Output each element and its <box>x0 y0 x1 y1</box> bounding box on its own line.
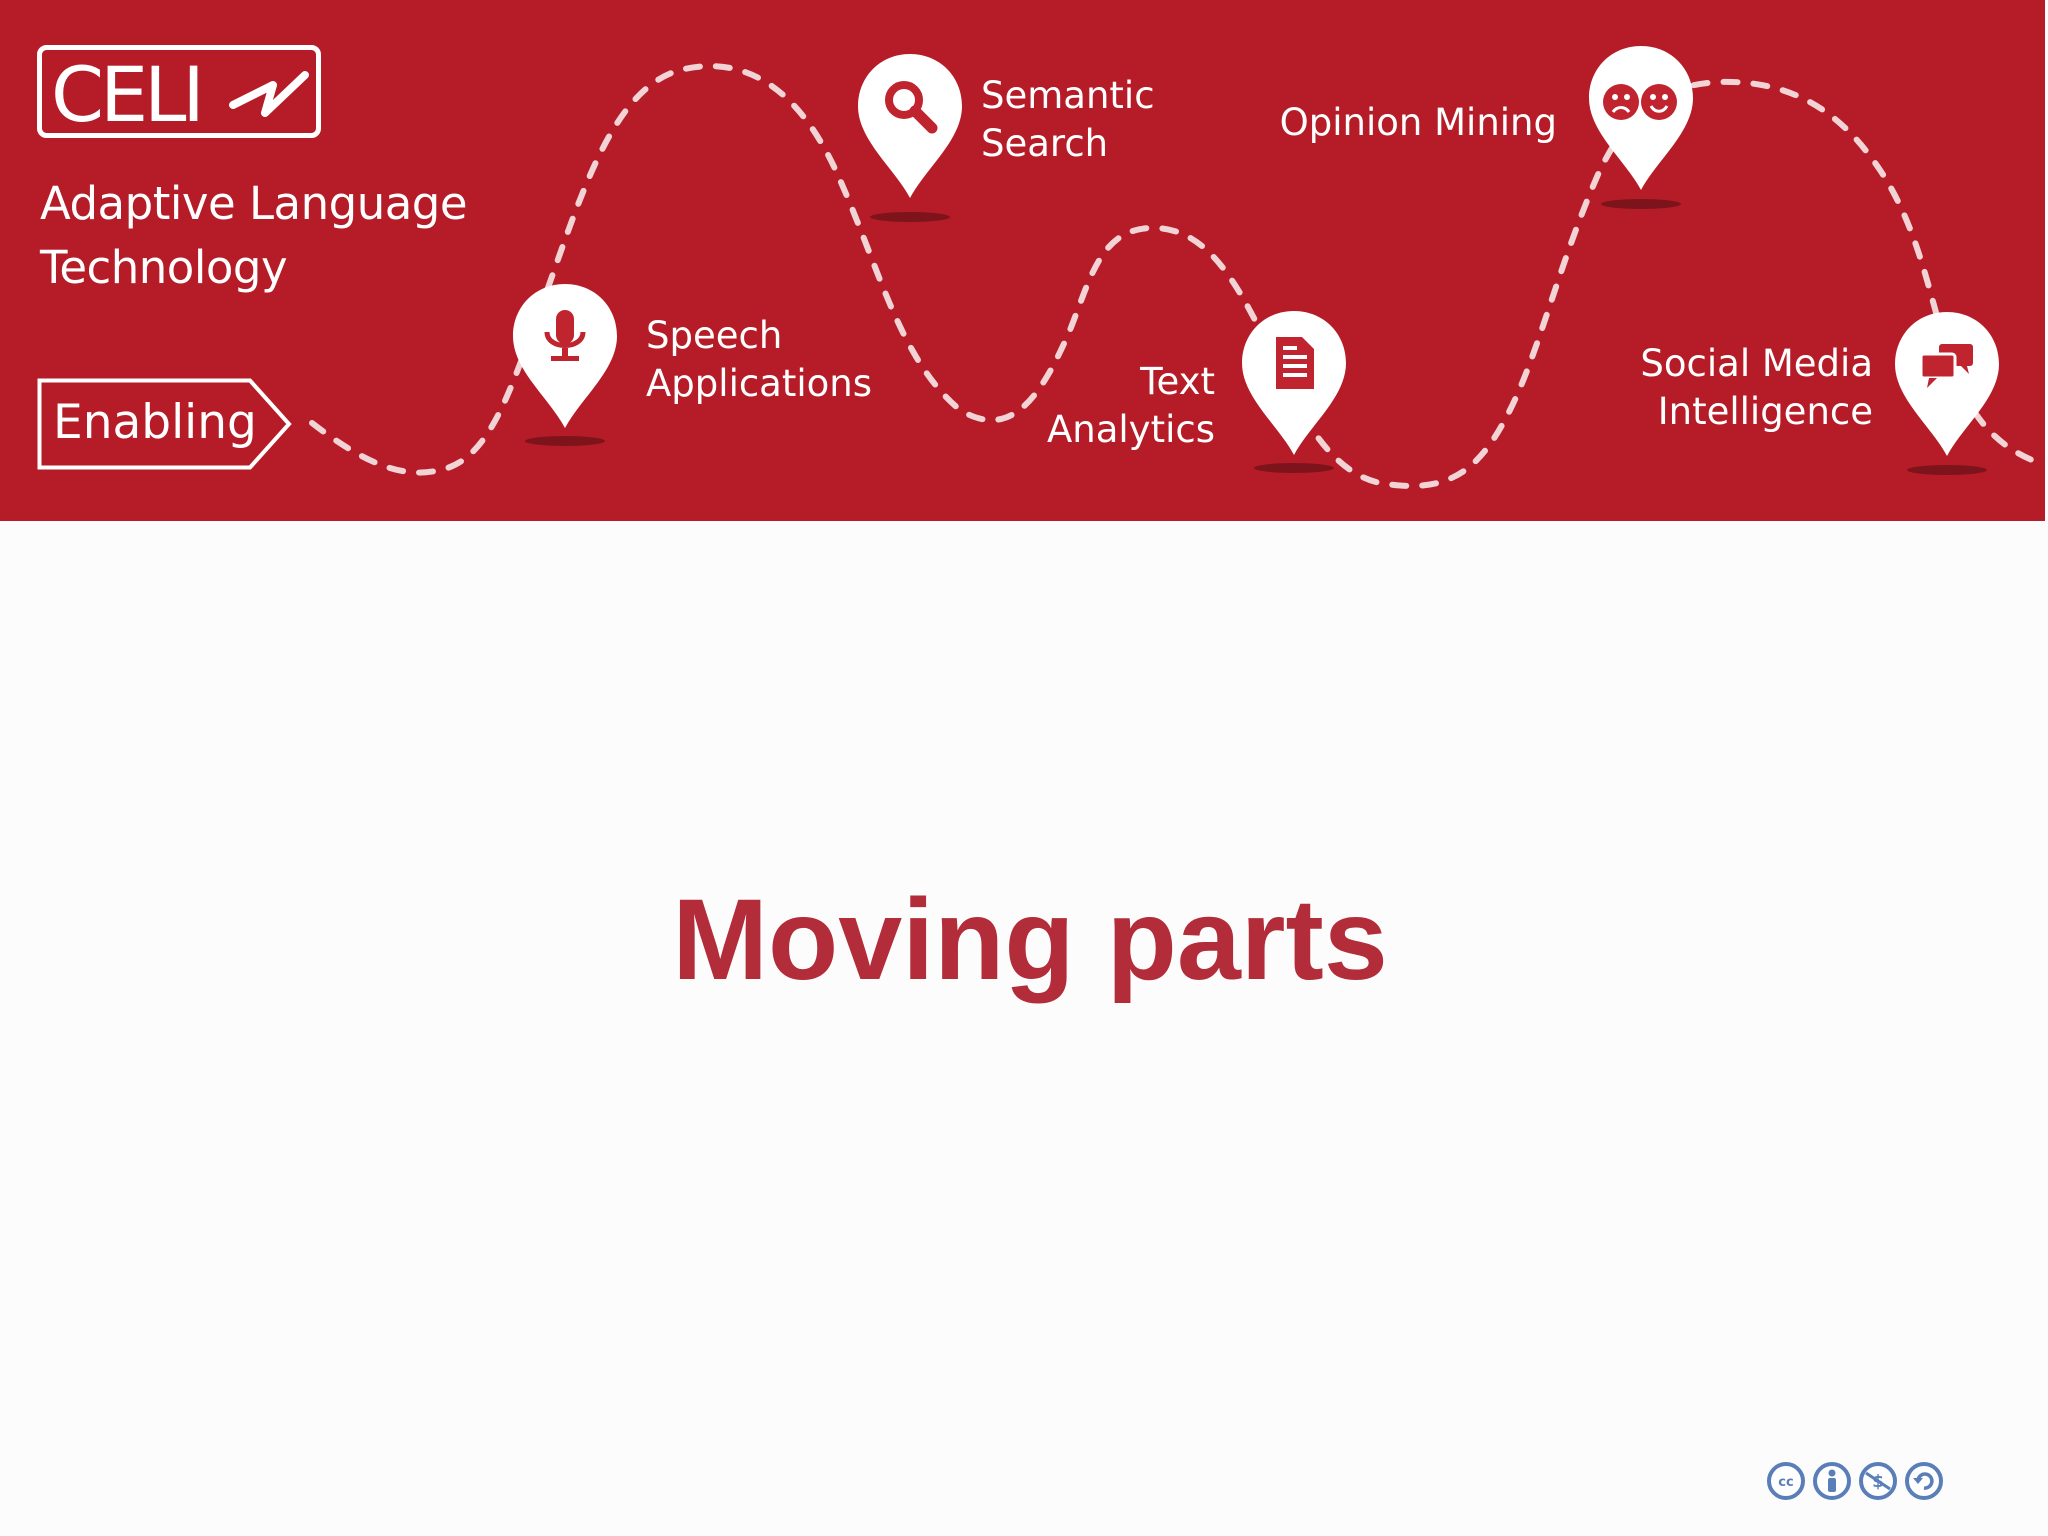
tagline-line-1: Adaptive Language <box>40 177 468 230</box>
creative-commons-icon: cc <box>1767 1462 1805 1500</box>
speech-bubbles-icon <box>1919 344 1973 388</box>
feature-line: Opinion Mining <box>1279 101 1557 144</box>
semantic-search-pin <box>854 50 966 215</box>
enabling-arrow-box <box>37 378 292 470</box>
dotted-route-path <box>309 63 2045 489</box>
feature-line: Speech <box>646 314 783 357</box>
logo-wordmark: CELI <box>51 50 201 138</box>
sad-happy-faces-icon <box>1603 84 1677 120</box>
feature-line: Social Media <box>1640 342 1873 385</box>
header-banner: CELI Adaptive Language Technology Enabli… <box>0 0 2045 521</box>
microphone-icon <box>544 310 586 361</box>
speech-pin <box>509 280 621 445</box>
feature-opinion-mining: Opinion Mining <box>1280 99 1557 147</box>
feature-speech-applications: Speech Applications <box>646 312 872 408</box>
feature-social-media-intelligence: Social Media Intelligence <box>1640 340 1873 436</box>
attribution-icon <box>1813 1462 1851 1500</box>
slide-title: Moving parts <box>672 876 1388 1004</box>
text-analytics-pin <box>1238 307 1350 472</box>
feature-line: Search <box>981 122 1109 165</box>
feature-line: Text <box>1140 360 1215 403</box>
celi-logo: CELI <box>37 45 321 138</box>
cc-license-badge: cc $ <box>1767 1462 1943 1500</box>
feature-text-analytics: Text Analytics <box>1047 358 1215 454</box>
document-icon <box>1276 337 1314 389</box>
magnifier-icon <box>885 81 938 134</box>
feature-line: Applications <box>646 362 873 405</box>
opinion-mining-pin <box>1585 42 1697 207</box>
feature-line: Semantic <box>981 74 1155 117</box>
tagline-line-2: Technology <box>40 241 288 294</box>
noncommercial-icon: $ <box>1859 1462 1897 1500</box>
social-media-pin <box>1891 308 2003 473</box>
feature-line: Analytics <box>1046 408 1215 451</box>
svg-text:cc: cc <box>1778 1475 1793 1490</box>
sharealike-icon <box>1905 1462 1943 1500</box>
feature-line: Intelligence <box>1657 390 1873 433</box>
feature-semantic-search: Semantic Search <box>981 72 1155 168</box>
enabling-label: Enabling <box>53 395 257 450</box>
tagline: Adaptive Language Technology <box>40 172 468 300</box>
